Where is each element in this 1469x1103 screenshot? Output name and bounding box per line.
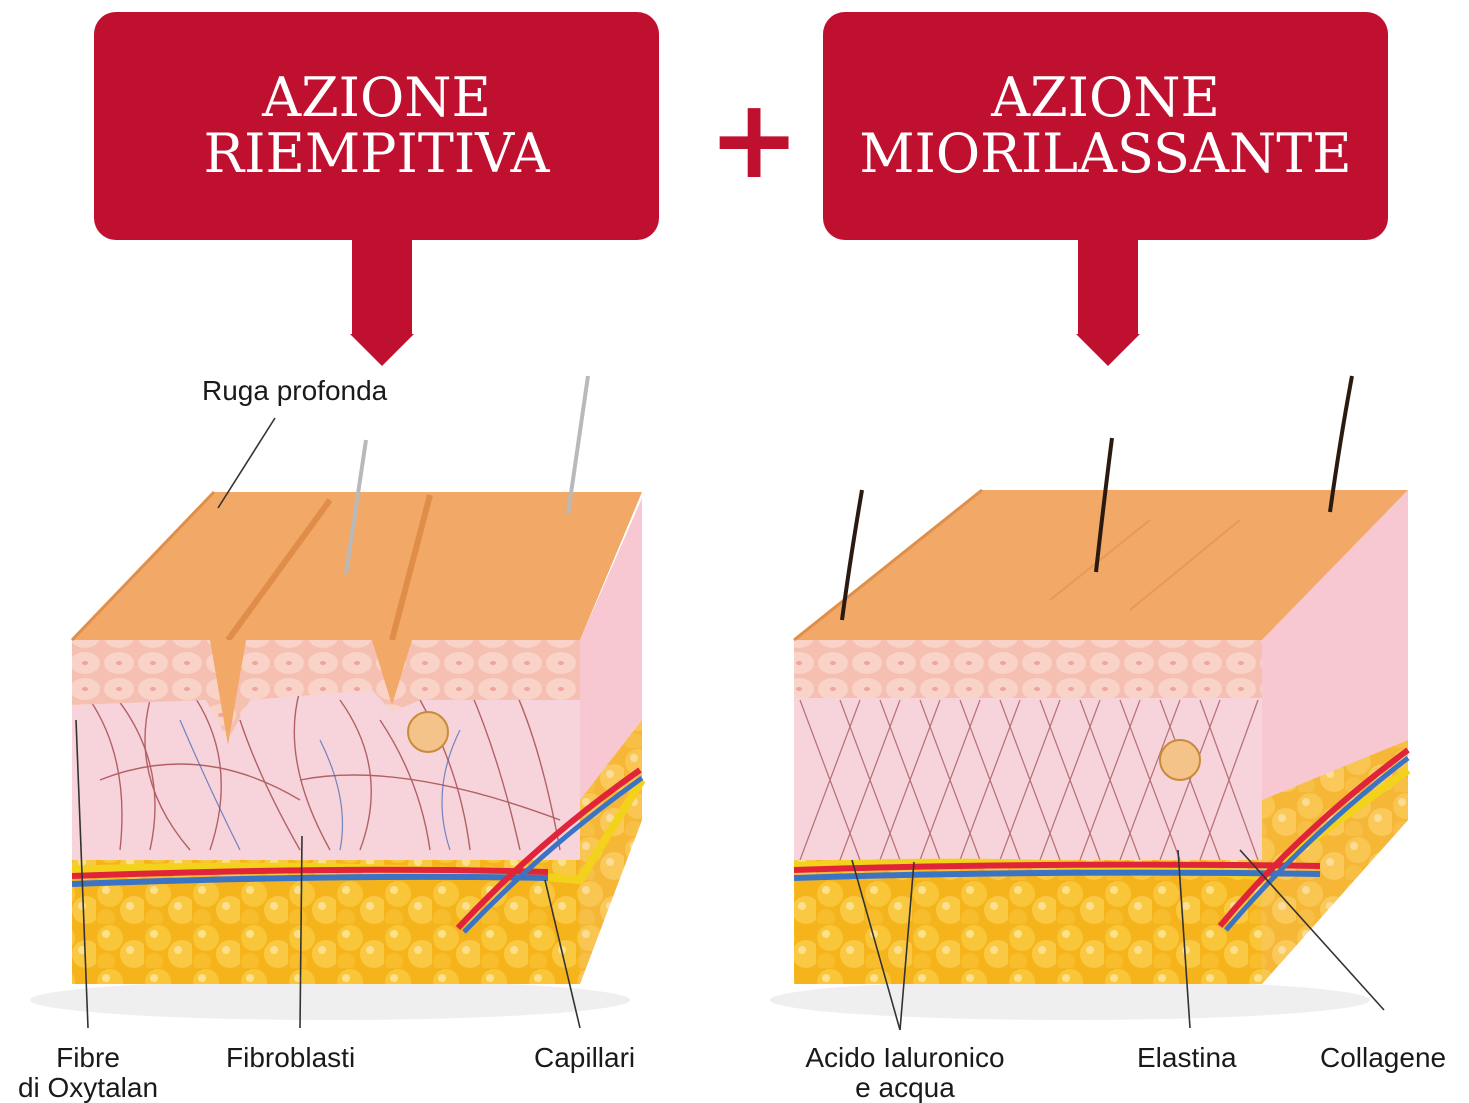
label-fibre-line2: di Oxytalan <box>0 1073 176 1103</box>
label-elastina: Elastina <box>1137 1043 1237 1073</box>
label-acido-ialuronico: Acido Ialuronico e acqua <box>780 1043 1030 1103</box>
label-capillari: Capillari <box>534 1043 635 1073</box>
left-skin-block <box>30 376 642 1020</box>
label-ruga-profonda: Ruga profonda <box>202 376 387 406</box>
label-fibre-line1: Fibre <box>0 1043 176 1073</box>
right-skin-block <box>770 376 1408 1020</box>
label-fibroblasti: Fibroblasti <box>226 1043 355 1073</box>
banner-right-pointer <box>1076 334 1140 366</box>
label-acido-line1: Acido Ialuronico <box>780 1043 1030 1073</box>
banner-left-pointer <box>350 334 414 366</box>
label-acido-line2: e acqua <box>780 1073 1030 1103</box>
label-collagene: Collagene <box>1320 1043 1446 1073</box>
label-fibre-oxytalan: Fibre di Oxytalan <box>0 1043 176 1103</box>
